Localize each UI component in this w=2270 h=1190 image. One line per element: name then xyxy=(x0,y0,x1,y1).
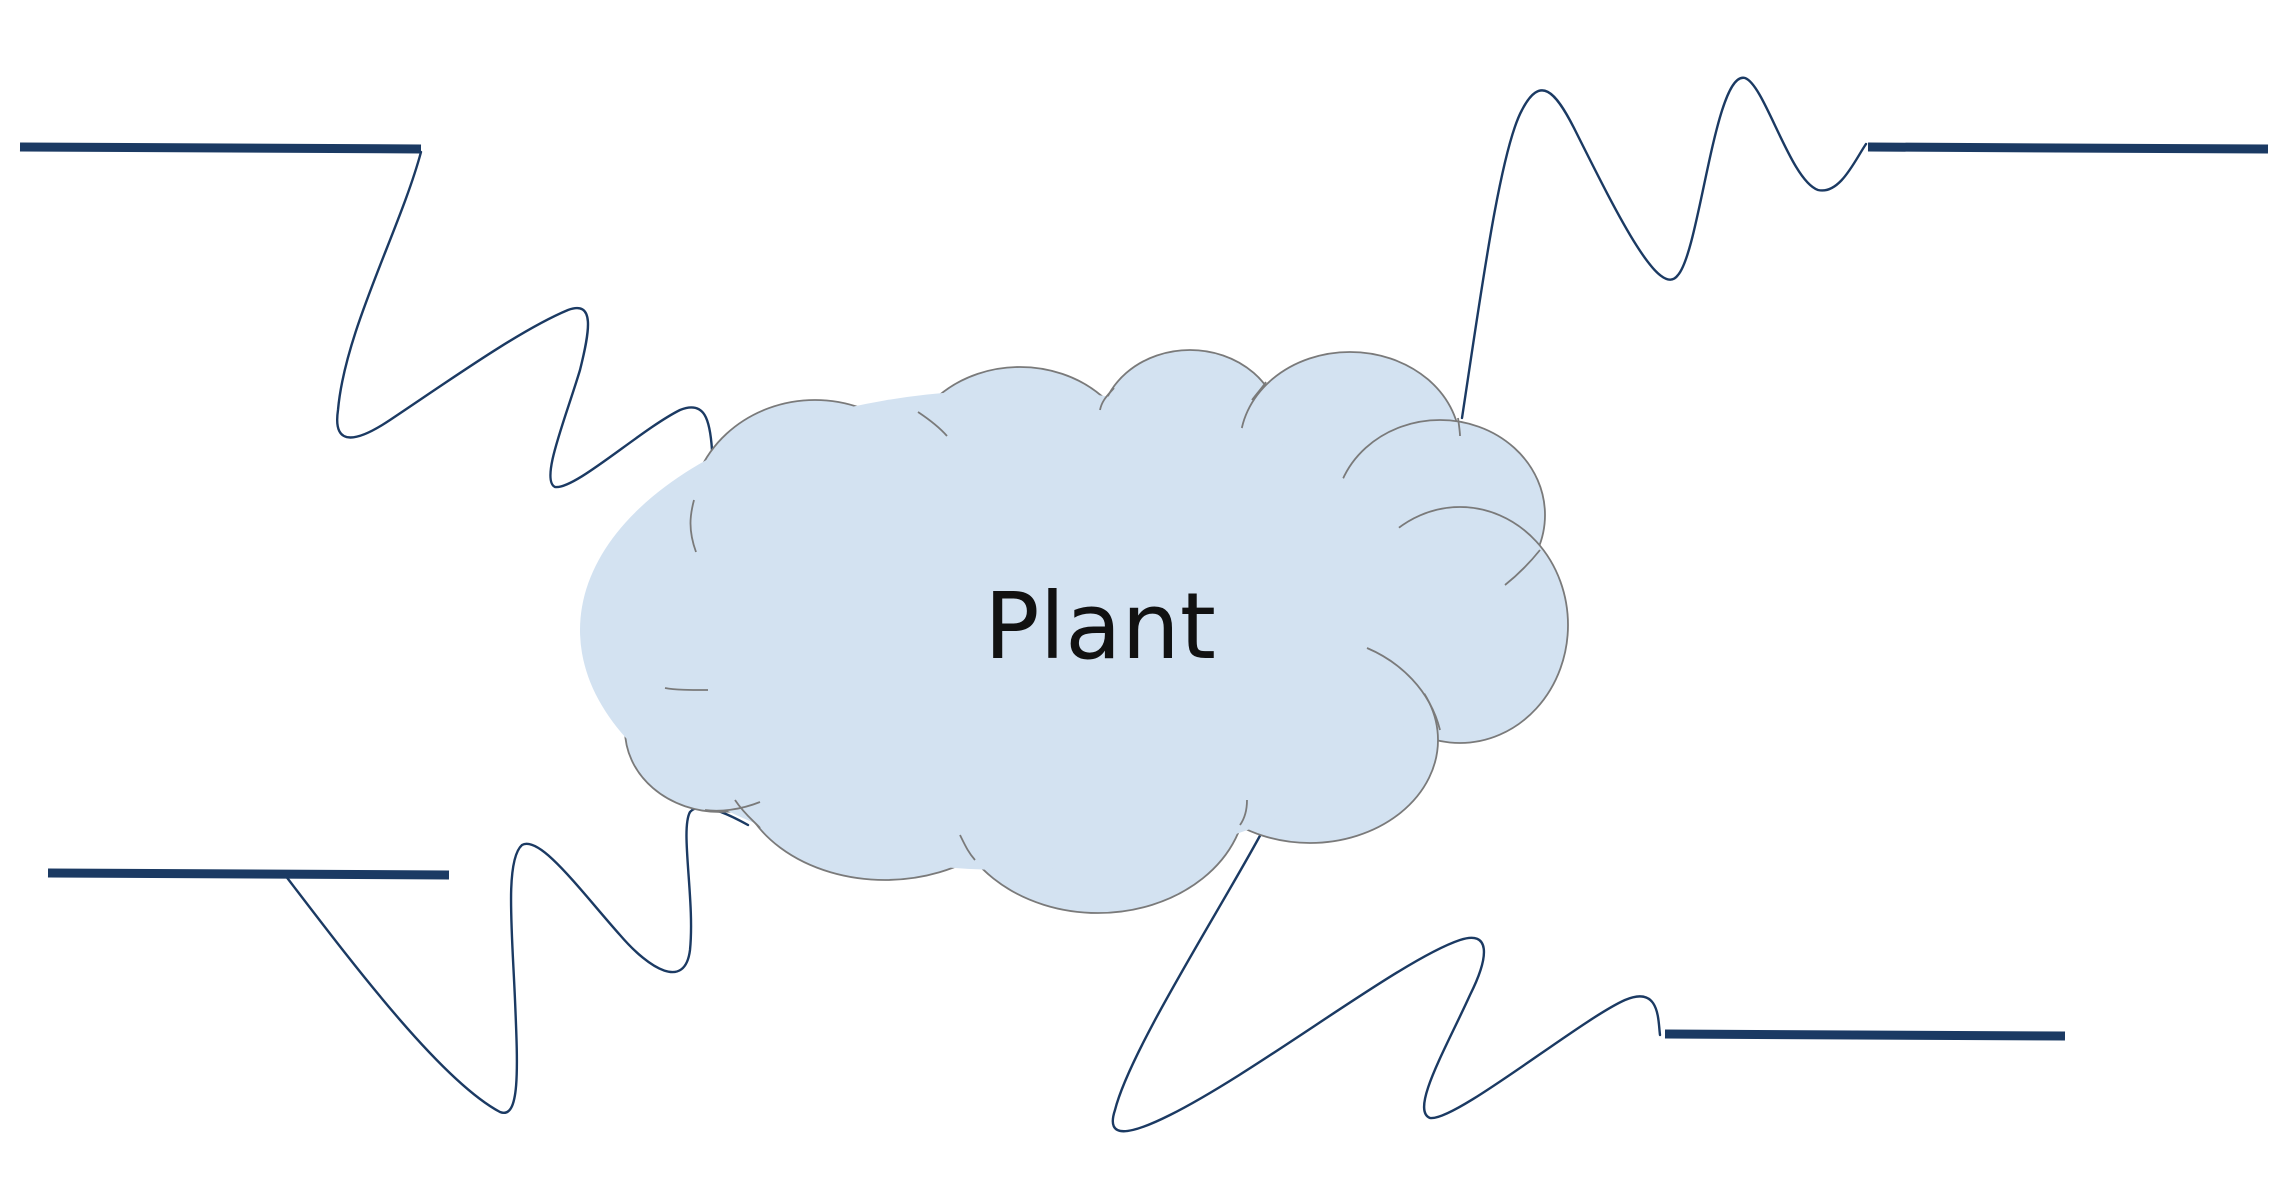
connector-top-right xyxy=(1460,76,1868,420)
connector-bottom-left xyxy=(283,806,750,1114)
answer-line-bottom-left[interactable] xyxy=(47,868,450,880)
cloud-core xyxy=(580,390,1440,870)
connector-top-left xyxy=(335,150,714,489)
answer-line-top-right[interactable] xyxy=(1867,142,2269,154)
cloud-shape xyxy=(580,349,1569,914)
answer-line-top-left[interactable] xyxy=(19,142,422,154)
connector-bottom-right xyxy=(1111,830,1662,1133)
center-label: Plant xyxy=(984,573,1216,680)
answer-line-bottom-right[interactable] xyxy=(1664,1029,2066,1041)
